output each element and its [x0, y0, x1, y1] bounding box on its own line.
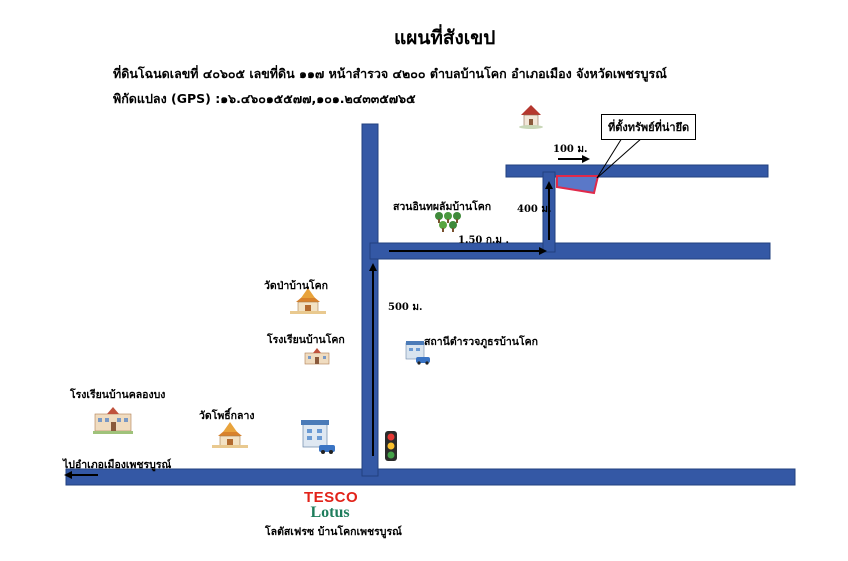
logo-line-1: TESCO	[304, 489, 359, 506]
distance-label-500m: 500 ม.	[388, 302, 423, 313]
distance-label-400m: 400 ม.	[517, 204, 552, 215]
callout-pointer	[596, 137, 623, 179]
school-bankok-label: โรงเรียนบ้านโคก	[267, 334, 345, 346]
trees-icon	[435, 212, 461, 232]
police-station-icon	[405, 341, 430, 365]
distance-label-100m: 100 ม.	[553, 144, 588, 155]
map-title: แผนที่สังเขป	[394, 27, 496, 49]
road-bottom-main	[65, 468, 796, 486]
property-parcel	[556, 175, 600, 195]
road-middle-horizontal	[369, 242, 771, 260]
road-upper-horizontal	[505, 164, 769, 178]
distance-label-1-5km: 1.50 ก.ม .	[458, 235, 509, 246]
temple-icon	[290, 288, 326, 314]
school-icon	[93, 407, 133, 434]
road-vertical-main	[361, 123, 379, 477]
park-label: สวนอินทผลัมบ้านโคก	[393, 201, 492, 213]
callout-pointer-2	[596, 137, 643, 179]
police-station-icon	[301, 420, 335, 454]
store-label: โลตัสเฟรซ บ้านโคกเพชรบูรณ์	[265, 526, 402, 538]
traffic-light-icon	[385, 431, 397, 461]
temple-pa-label: วัดป่าบ้านโคก	[264, 280, 329, 292]
logo-line-2: Lotus	[310, 504, 350, 521]
tesco-lotus-logo: TESCO Lotus	[304, 489, 359, 521]
police-station-label: สถานีตำรวจภูธรบ้านโคก	[424, 336, 538, 348]
to-city-label: ไปอำเภอเมืองเพชรบูรณ์	[63, 459, 172, 471]
temple-pho-label: วัดโพธิ์กลาง	[199, 410, 255, 422]
deed-info: ที่ดินโฉนดเลขที่ ๔๐๖๐๕ เลขที่ดิน ๑๑๗ หน้…	[113, 66, 667, 81]
property-callout: ที่ตั้งทรัพย์ที่น่ายึด	[601, 114, 697, 140]
school-icon	[304, 348, 330, 365]
house-icon	[519, 105, 543, 129]
gps-coordinates: พิกัดแปลง (GPS) :๑๖.๔๖๐๑๕๕๗๗,๑๐๑.๒๔๓๓๕๗๖…	[113, 91, 416, 106]
school-khlongbong-label: โรงเรียนบ้านคลองบง	[70, 389, 166, 401]
temple-icon	[212, 422, 248, 448]
